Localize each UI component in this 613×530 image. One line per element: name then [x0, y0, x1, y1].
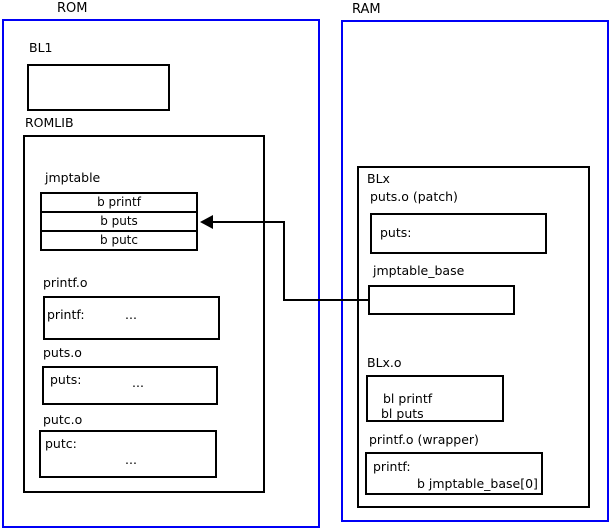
- bl1-label: BL1: [29, 40, 53, 55]
- jmptable-row-b-puts: b puts: [40, 211, 198, 232]
- printf-wrapper-symbol: printf:: [373, 459, 411, 474]
- printf-symbol: printf:: [47, 307, 85, 322]
- jmptable-base-label: jmptable_base: [373, 263, 465, 278]
- puts-body-dots: ...: [132, 375, 144, 390]
- putc-body-dots: ...: [125, 452, 137, 467]
- ram-label: RAM: [352, 2, 381, 17]
- printf-body-dots: ...: [125, 307, 137, 322]
- printf-wrapper-label: printf.o (wrapper): [369, 432, 479, 447]
- putc-symbol: putc:: [45, 436, 77, 451]
- arrow-segment-horizontal-lower: [283, 299, 370, 301]
- jmptable-label: jmptable: [45, 170, 101, 185]
- bl1-box: [27, 64, 170, 111]
- jmptable-row-b-putc: b putc: [40, 230, 198, 251]
- arrow-segment-horizontal-upper: [211, 221, 285, 223]
- rom-label: ROM: [57, 1, 88, 16]
- printf-o-box: printf: ...: [43, 296, 220, 340]
- puts-symbol: puts:: [50, 372, 82, 387]
- puts-patch-box: puts:: [370, 213, 547, 254]
- jmptable-row-b-printf: b printf: [40, 192, 198, 213]
- puts-patch-symbol: puts:: [380, 225, 412, 240]
- printf-o-label: printf.o: [43, 275, 88, 290]
- arrow-segment-vertical: [283, 221, 285, 301]
- blx-o-label: BLx.o: [367, 355, 402, 370]
- arrowhead-left-icon: [200, 215, 213, 229]
- putc-o-label: putc.o: [43, 412, 83, 427]
- romlib-label: ROMLIB: [25, 115, 74, 130]
- blx-label: BLx: [367, 171, 390, 186]
- printf-wrapper-box: printf: b jmptable_base[0]: [365, 452, 543, 495]
- blx-o-line-bl-printf: bl printf: [383, 391, 433, 406]
- ram-frame: [341, 20, 609, 522]
- puts-o-label: puts.o: [43, 345, 82, 360]
- rom-frame: [2, 19, 320, 528]
- jmptable-box: b printf b puts b putc: [40, 192, 198, 251]
- jmptable-base-box: [368, 285, 515, 315]
- blx-o-line-bl-puts: bl puts: [381, 406, 424, 421]
- puts-patch-label: puts.o (patch): [370, 189, 458, 204]
- putc-o-box: putc: ...: [39, 430, 217, 478]
- printf-wrapper-body: b jmptable_base[0]: [417, 476, 538, 491]
- blx-box: [357, 166, 590, 508]
- puts-o-box: puts: ...: [42, 366, 218, 405]
- blx-o-box: bl printf bl puts: [366, 375, 504, 422]
